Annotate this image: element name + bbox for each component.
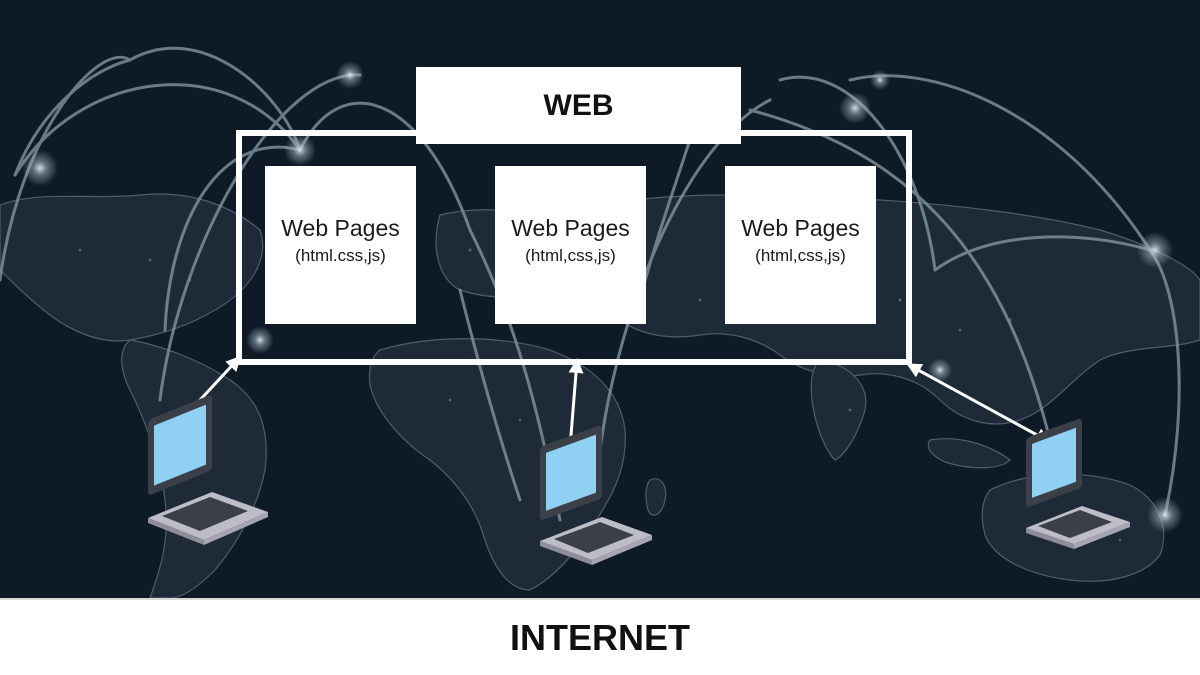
web-pages-card: Web Pages (html.css,js) [265,166,416,324]
web-title: WEB [416,67,741,144]
internet-label: INTERNET [0,598,1200,675]
web-pages-tech: (html,css,js) [525,246,616,265]
web-pages-title: Web Pages [511,215,630,241]
web-pages-card: Web Pages (html,css,js) [495,166,646,324]
web-pages-tech: (html.css,js) [295,246,386,265]
web-pages-title: Web Pages [281,215,400,241]
web-pages-card: Web Pages (html,css,js) [725,166,876,324]
web-pages-tech: (html,css,js) [755,246,846,265]
web-pages-title: Web Pages [741,215,860,241]
